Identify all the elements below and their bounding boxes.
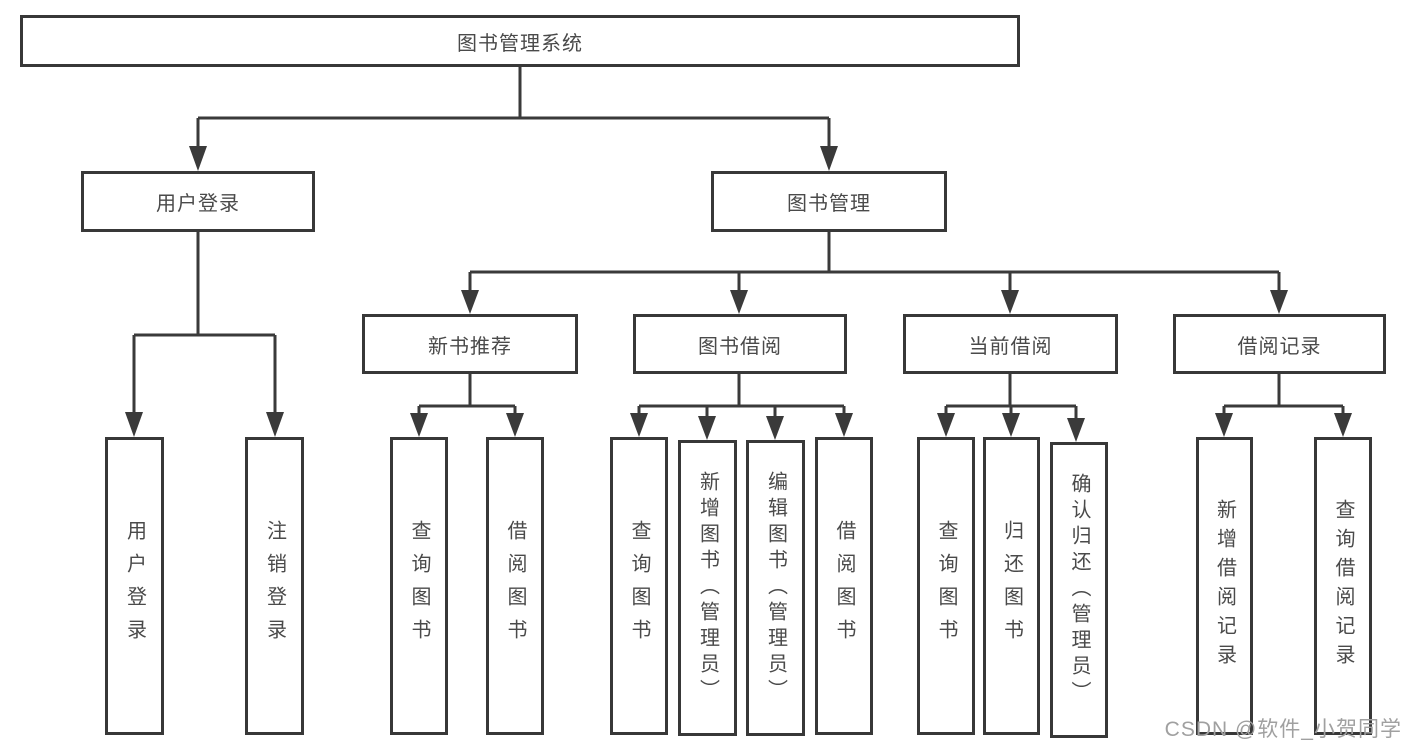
node-borrowing-records: 借阅记录 xyxy=(1173,314,1386,374)
leaf-borrow-books-borrowing-label: 借阅图书 xyxy=(833,520,855,652)
leaf-confirm-return-admin-label: 确认归还（管理员） xyxy=(1068,473,1090,707)
leaf-return-books: 归还图书 xyxy=(983,437,1040,735)
watermark: CSDN @软件_小贺同学 xyxy=(1164,718,1402,741)
connector-current-borrowing-children xyxy=(937,374,1085,442)
leaf-query-books-borrowing-label: 查询图书 xyxy=(628,520,650,652)
connector-user-login-children xyxy=(125,232,284,437)
leaf-logout-label: 注销登录 xyxy=(263,520,286,652)
leaf-query-books-current: 查询图书 xyxy=(917,437,975,735)
leaf-confirm-return-admin: 确认归还（管理员） xyxy=(1050,442,1108,738)
leaf-add-book-admin-label: 新增图书（管理员） xyxy=(696,471,719,705)
leaf-query-books-borrowing: 查询图书 xyxy=(610,437,668,735)
leaf-add-book-admin: 新增图书（管理员） xyxy=(678,440,737,736)
leaf-edit-book-admin: 编辑图书（管理员） xyxy=(746,440,805,736)
leaf-edit-book-admin-label: 编辑图书（管理员） xyxy=(764,471,787,705)
connector-book-management-to-level3 xyxy=(461,232,1288,314)
leaf-logout: 注销登录 xyxy=(245,437,304,735)
leaf-query-books-current-label: 查询图书 xyxy=(935,520,957,652)
leaf-query-borrow-record: 查询借阅记录 xyxy=(1314,437,1372,735)
connector-new-book-recommendation-children xyxy=(410,374,524,437)
leaf-query-books-recommend: 查询图书 xyxy=(390,437,448,735)
leaf-add-borrow-record-label: 新增借阅记录 xyxy=(1213,499,1236,673)
node-book-management: 图书管理 xyxy=(711,171,947,232)
leaf-query-books-recommend-label: 查询图书 xyxy=(408,520,430,652)
connector-book-borrowing-children xyxy=(630,374,853,440)
node-user-login: 用户登录 xyxy=(81,171,315,232)
connector-borrowing-records-children xyxy=(1215,374,1352,437)
leaf-add-borrow-record: 新增借阅记录 xyxy=(1196,437,1253,735)
leaf-user-login-label: 用户登录 xyxy=(123,520,146,652)
leaf-query-borrow-record-label: 查询借阅记录 xyxy=(1332,499,1354,673)
node-book-borrowing: 图书借阅 xyxy=(633,314,847,374)
leaf-borrow-books-recommend-label: 借阅图书 xyxy=(504,520,526,652)
leaf-user-login: 用户登录 xyxy=(105,437,164,735)
node-current-borrowing: 当前借阅 xyxy=(903,314,1118,374)
node-library-management-system: 图书管理系统 xyxy=(20,15,1020,67)
connector-root-to-level2 xyxy=(189,67,838,171)
leaf-return-books-label: 归还图书 xyxy=(1000,520,1023,652)
node-new-book-recommendation: 新书推荐 xyxy=(362,314,578,374)
leaf-borrow-books-borrowing: 借阅图书 xyxy=(815,437,873,735)
leaf-borrow-books-recommend: 借阅图书 xyxy=(486,437,544,735)
